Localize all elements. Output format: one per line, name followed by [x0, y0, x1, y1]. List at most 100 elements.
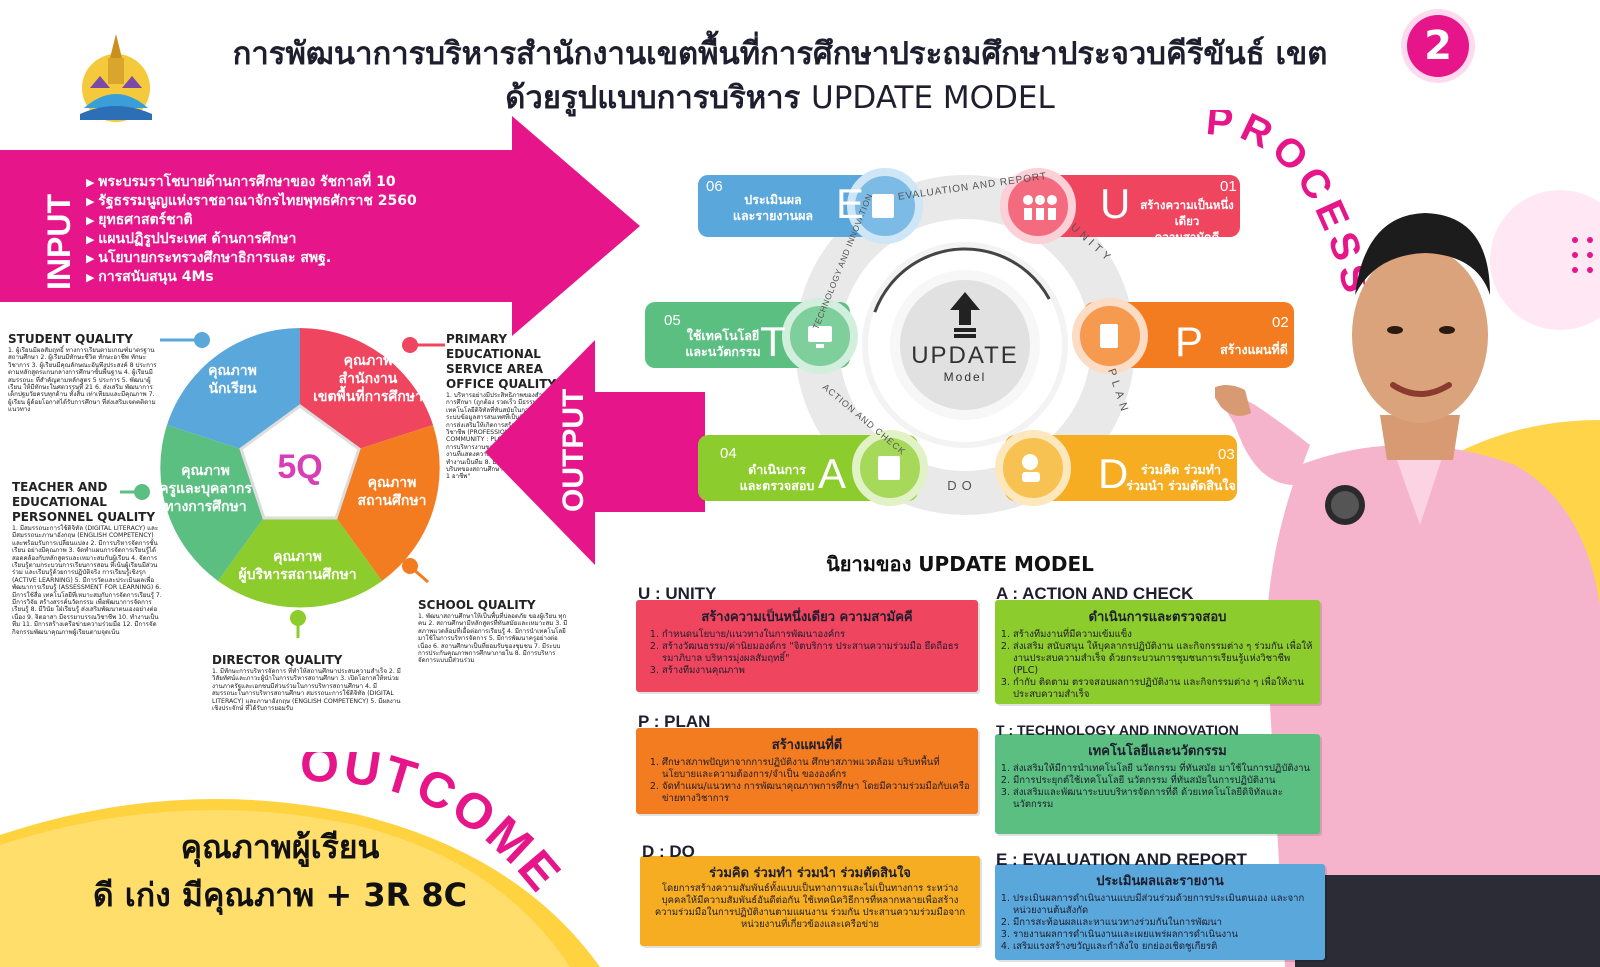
eval-list: ประเมินผลการดำเนินงานแบบมีส่วนร่วมด้วยกา…	[995, 893, 1325, 953]
director-quality-sector	[218, 468, 382, 608]
eval-item: เสริมแรงสร้างขวัญและกำลังใจ ยกย่องเชิดชู…	[1013, 941, 1319, 953]
plan-subtitle: สร้างแผนที่ดี	[771, 738, 843, 753]
ring-label-do: DO	[947, 478, 977, 493]
output-arrow-shape: OUTPUT	[485, 340, 705, 565]
plan-item: จัดทำแผน/แนวทาง การพัฒนาคุณภาพการศึกษา โ…	[662, 781, 972, 805]
step-a-text: ดำเนินการและตรวจสอบ	[739, 462, 815, 493]
definition-card-tech: เทคโนโลยีและนวัตกรรม ส่งเสริมให้มีการนำเ…	[995, 734, 1320, 834]
plan-list: ศึกษาสภาพปัญหาจากการปฏิบัติงาน ศึกษาสภาพ…	[636, 757, 978, 805]
tech-item: มีการประยุกต์ใช้เทคโนโลยี นวัตกรรม ที่ทั…	[1013, 775, 1314, 787]
step-p-letter: P	[1175, 318, 1204, 365]
unity-item: กำหนดนโยบาย/แนวทางในการพัฒนาองค์กร	[662, 629, 972, 641]
action-item: กำกับ ติดตาม ตรวจสอบผลการปฏิบัติงาน และก…	[1013, 677, 1314, 701]
eval-heading: E : EVALUATION AND REPORT	[996, 850, 1247, 869]
step-a-number: 04	[720, 445, 737, 462]
step-t-number: 05	[664, 312, 681, 329]
director-q-label: คุณภาพผู้บริหารสถานศึกษา	[230, 548, 365, 584]
quality-connectors	[120, 332, 445, 638]
definitions-title: นิยามของ UPDATE MODEL	[826, 552, 1094, 576]
input-item: พระบรมราโชบายด้านการศึกษาของ รัชกาลที่ 1…	[86, 173, 417, 192]
unity-heading: U : UNITY	[638, 584, 717, 603]
district-number-badge: 2	[1407, 15, 1469, 77]
outcome-background	[0, 799, 600, 967]
input-item: รัฐธรรมนูญแห่งราชอาณาจักรไทยพุทธศักราช 2…	[86, 192, 416, 211]
definition-card-unity: สร้างความเป็นหนึ่งเดียว ความสามัคคี กำหน…	[636, 600, 978, 692]
step-pill-u	[1000, 168, 1240, 244]
action-heading: A : ACTION AND CHECK	[996, 584, 1194, 603]
q-label-line: คุณภาพครูและบุคลากรทางการศึกษา	[159, 463, 252, 515]
unity-item: สร้างทีมงานคุณภาพ	[662, 665, 972, 677]
director-quality-text: 1. มีทักษะการบริหารจัดการ ที่ทำให้สถานศึ…	[212, 668, 401, 713]
action-item: ส่งเสริม สนับสนุน ให้บุคลากรปฏิบัติงาน แ…	[1013, 641, 1314, 677]
step-e-text: ประเมินผลและรายงานผล	[732, 192, 814, 223]
definition-card-do: ร่วมคิด ร่วมทำ ร่วมนำ ร่วมตัดสินใจ โดยกา…	[640, 856, 980, 946]
input-label: INPUT	[41, 194, 77, 290]
definition-card-action: ดำเนินการและตรวจสอบ สร้างทีมงานที่มีความ…	[995, 600, 1320, 704]
update-model-process-wheel: UPDATE Model EVALUATION AND REPORT UNITY…	[645, 168, 1294, 515]
office-logo	[80, 34, 152, 122]
teacher-q-label: คุณภาพครูและบุคลากรทางการศึกษา	[158, 462, 253, 516]
office-quality-heading: PRIMARY EDUCATIONAL SERVICE AREA OFFICE …	[446, 332, 557, 391]
definition-card-plan: สร้างแผนที่ดี ศึกษาสภาพปัญหาจากการปฏิบัต…	[636, 728, 978, 814]
page-title-line1: การพัฒนาการบริหารสำนักงานเขตพื้นที่การศึ…	[232, 36, 1328, 72]
school-quality-heading: SCHOOL QUALITY	[418, 598, 536, 612]
unity-subtitle: สร้างความเป็นหนึ่งเดียว ความสามัคคี	[701, 610, 913, 625]
step-e-number: 06	[706, 178, 723, 195]
student-quality-heading: STUDENT QUALITY	[8, 332, 133, 346]
step-pill-e	[698, 168, 923, 244]
eval-item: มีการสะท้อนผลและหาแนวทางร่วมกันในการพัฒน…	[1013, 917, 1319, 929]
process-label: PROCESS	[1204, 110, 1365, 303]
presenter-photo	[1215, 213, 1600, 967]
plan-heading: P : PLAN	[638, 712, 711, 731]
student-quality-block: STUDENT QUALITY 1. ผู้เรียนมีผลสัมฤทธิ์ …	[8, 332, 158, 414]
school-quality-block: SCHOOL QUALITY 1. พัฒนาสถานศึกษาให้เป็นพ…	[418, 598, 568, 665]
input-label-text: INPUT	[41, 194, 77, 290]
outcome-line1: คุณภาพผู้เรียน	[180, 828, 380, 866]
step-e-letter: E	[836, 180, 865, 227]
step-u-text: สร้างความเป็นหนึ่งเดียวความสามัคคี	[1140, 198, 1234, 244]
q-label-line: คุณภาพนักเรียน	[208, 363, 257, 397]
step-t-text: ใช้เทคโนโลยีและนวัตกรรม	[685, 328, 761, 359]
teacher-quality-text: 1. มีสมรรถนะการใช้ดิจิทัล (DIGITAL LITER…	[12, 525, 162, 636]
five-q-center: 5Q	[277, 448, 322, 486]
definition-card-eval: ประเมินผลและรายงาน ประเมินผลการดำเนินงาน…	[995, 864, 1325, 960]
step-d-text: ร่วมคิด ร่วมทำร่วมนำ ร่วมตัดสินใจ	[1126, 462, 1236, 493]
teacher-quality-heading: TEACHER AND EDUCATIONAL PERSONNEL QUALIT…	[12, 480, 156, 524]
action-list: สร้างทีมงานที่มีความเข้มแข็ง ส่งเสริม สน…	[995, 629, 1320, 701]
student-q-label: คุณภาพนักเรียน	[185, 362, 280, 398]
input-item: การสนับสนุน 4Ms	[86, 268, 417, 287]
eval-item: ประเมินผลการดำเนินงานแบบมีส่วนร่วมด้วยกา…	[1013, 893, 1319, 917]
do-heading: D : DO	[642, 842, 695, 861]
action-item: สร้างทีมงานที่มีความเข้มแข็ง	[1013, 629, 1314, 641]
step-u-letter: U	[1100, 180, 1131, 227]
process-center-subtitle: Model	[944, 370, 987, 384]
unity-item: สร้างวัฒนธรรม/ค่านิยมองค์กร "จิตบริการ ป…	[662, 641, 972, 665]
step-p-number: 02	[1272, 314, 1289, 331]
input-item: นโยบายกระทรวงศึกษาธิการและ สพฐ.	[86, 249, 417, 268]
title-thai-part: ด้วยรูปแบบการบริหาร	[505, 80, 801, 116]
do-text: โดยการสร้างความสัมพันธ์ทั้งแบบเป็นทางการ…	[654, 883, 966, 930]
page-title-line2: ด้วยรูปแบบการบริหาร UPDATE MODEL	[160, 72, 1400, 122]
school-quality-text: 1. พัฒนาสถานศึกษาให้เป็นพื้นที่ปลอดภัย ข…	[418, 613, 568, 665]
q-label-line: คุณภาพสถานศึกษา	[357, 475, 427, 509]
input-item: ยุทธศาสตร์ชาติ	[86, 211, 417, 230]
tech-subtitle: เทคโนโลยีและนวัตกรรม	[1088, 744, 1227, 759]
director-quality-block: DIRECTOR QUALITY 1. มีทักษะการบริหารจัดก…	[212, 653, 402, 712]
q-label-line: คุณภาพผู้บริหารสถานศึกษา	[238, 549, 357, 583]
action-subtitle: ดำเนินการและตรวจสอบ	[1088, 610, 1227, 625]
output-label-text: OUTPUT	[557, 389, 590, 512]
step-pill-d	[995, 430, 1237, 506]
unity-list: กำหนดนโยบาย/แนวทางในการพัฒนาองค์กร สร้าง…	[636, 629, 978, 677]
title-model-name: UPDATE MODEL	[811, 80, 1055, 116]
tech-item: ส่งเสริมให้มีการนำเทคโนโลยี นวัตกรรม ที่…	[1013, 763, 1314, 775]
outcome-line2: ดี เก่ง มีคุณภาพ + 3R 8C	[92, 876, 468, 914]
plan-item: ศึกษาสภาพปัญหาจากการปฏิบัติงาน ศึกษาสภาพ…	[662, 757, 972, 781]
teacher-quality-block: TEACHER AND EDUCATIONAL PERSONNEL QUALIT…	[12, 480, 162, 636]
step-a-letter: A	[818, 450, 847, 497]
step-p-text: สร้างแผนที่ดี	[1220, 342, 1288, 357]
q-label-line: คุณภาพสำนักงานเขตพื้นที่การศึกษา	[313, 353, 423, 405]
outcome-label: OUTCOME	[300, 752, 570, 903]
input-list: พระบรมราโชบายด้านการศึกษาของ รัชกาลที่ 1…	[86, 173, 417, 287]
tech-item: ส่งเสริมและพัฒนาระบบบริหารจัดการที่ดี ด้…	[1013, 787, 1314, 811]
tech-heading: T : TECHNOLOGY AND INNOVATION	[996, 722, 1239, 738]
